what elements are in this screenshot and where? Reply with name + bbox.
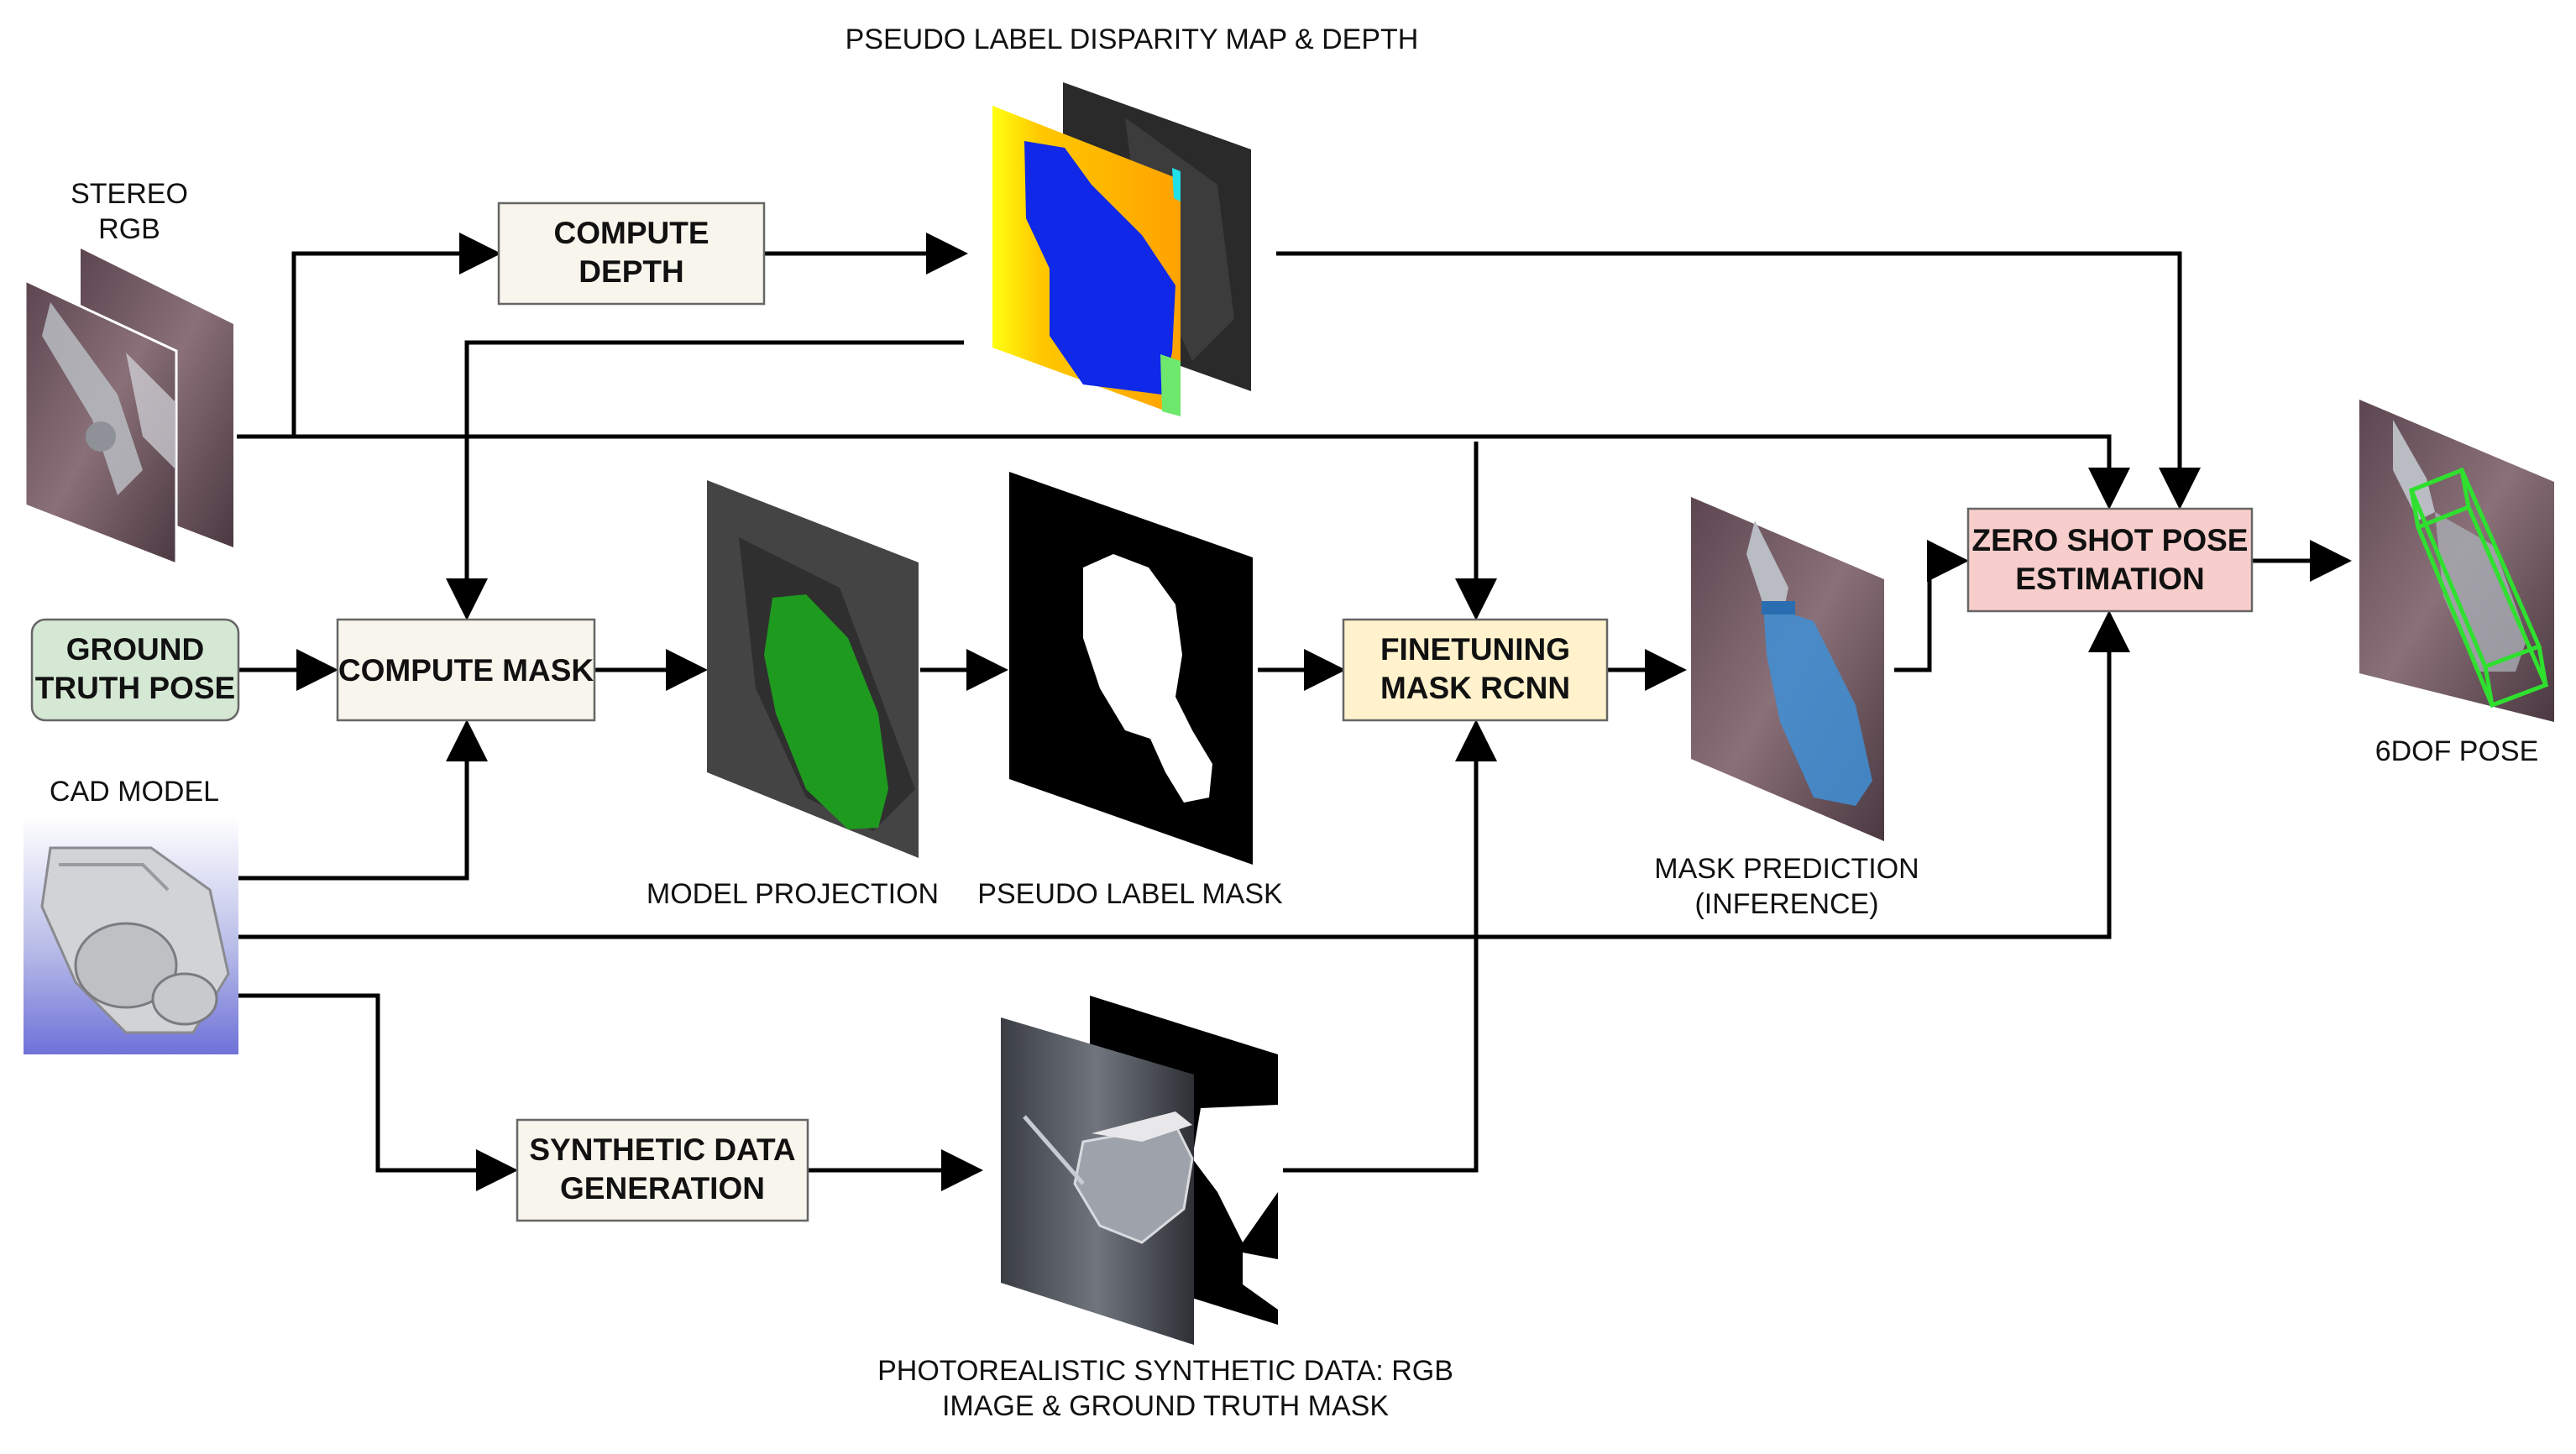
synthetic-line-2: GENERATION [560, 1171, 765, 1206]
connector-prediction-to-zero-shot [1894, 540, 1969, 672]
photorealistic-label-line-2: IMAGE & GROUND TRUTH MASK [942, 1390, 1389, 1422]
compute-mask-label: COMPUTE MASK [338, 653, 594, 688]
stereo-rgb-label-line-2: RGB [98, 213, 160, 245]
connector-disparity-to-compute-mask [446, 340, 964, 620]
compute-depth-box: COMPUTE DEPTH [497, 201, 766, 306]
compute-depth-line-2: DEPTH [579, 254, 683, 289]
finetuning-line-2: MASK RCNN [1380, 671, 1570, 705]
compute-mask-box: COMPUTE MASK [336, 618, 596, 722]
ground-truth-line-2: TRUTH POSE [35, 671, 235, 705]
stereo-rgb-image [24, 248, 233, 567]
photorealistic-synthetic-image [1001, 996, 1278, 1345]
pseudo-label-disparity-label: PSEUDO LABEL DISPARITY MAP & DEPTH [846, 24, 1419, 55]
pseudo-label-mask-label: PSEUDO LABEL MASK [977, 878, 1283, 910]
zero-shot-pose-box: ZERO SHOT POSE ESTIMATION [1966, 507, 2254, 613]
pose-bounding-box [2408, 467, 2549, 709]
ground-truth-line-1: GROUND [66, 632, 204, 667]
ground-truth-pose-box: GROUND TRUTH POSE [30, 618, 240, 722]
connector-cad-to-zero-shot [238, 610, 2130, 939]
connector-photoreal-to-finetuning [1283, 719, 1497, 1173]
connector-stereo-to-compute-depth [291, 233, 501, 437]
synthetic-data-generation-box: SYNTHETIC DATA GENERATION [516, 1118, 809, 1222]
mask-prediction-label-line-2: (INFERENCE) [1694, 888, 1878, 920]
connectors [237, 233, 2352, 1191]
photorealistic-label-line-1: PHOTOREALISTIC SYNTHETIC DATA: RGB [877, 1355, 1453, 1387]
6dof-pose-image [2359, 400, 2554, 722]
connector-stereo-to-zero-shot [237, 434, 2130, 510]
mask-prediction-label-line-1: MASK PREDICTION [1654, 853, 1919, 885]
cad-model-image [24, 816, 238, 1054]
compute-depth-line-1: COMPUTE [554, 216, 709, 250]
stereo-rgb-label-line-1: STEREO [71, 178, 188, 210]
model-projection-label: MODEL PROJECTION [647, 878, 939, 910]
mask-prediction-image [1691, 497, 1884, 841]
connector-disparity-to-zero-shot [1276, 251, 2201, 510]
disparity-depth-image [992, 82, 1251, 416]
6dof-pose-label: 6DOF POSE [2375, 735, 2539, 767]
connector-cad-to-synthetic [238, 993, 518, 1191]
pseudo-label-mask-image [1009, 472, 1253, 865]
model-projection-image [707, 480, 919, 858]
synthetic-line-1: SYNTHETIC DATA [529, 1132, 795, 1167]
connector-cad-to-compute-mask [238, 719, 488, 881]
finetuning-mask-rcnn-box: FINETUNING MASK RCNN [1342, 618, 1609, 722]
cad-model-label: CAD MODEL [50, 776, 219, 808]
finetuning-line-1: FINETUNING [1380, 632, 1570, 667]
zero-shot-line-2: ESTIMATION [2015, 562, 2204, 596]
zero-shot-line-1: ZERO SHOT POSE [1972, 523, 2249, 557]
